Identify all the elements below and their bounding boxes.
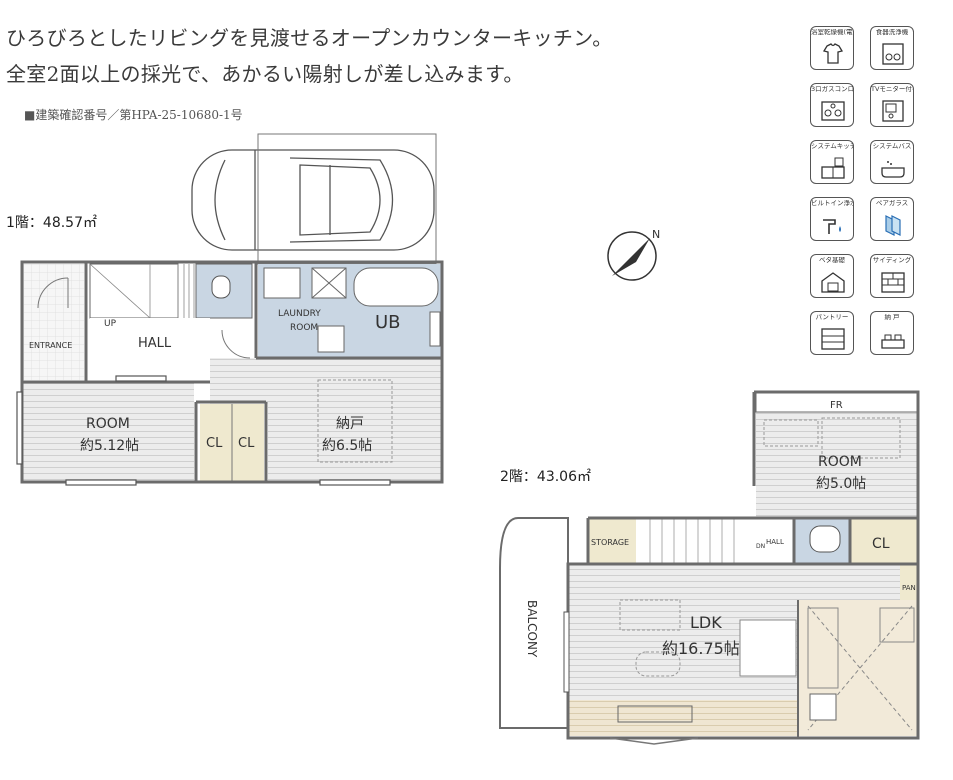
feature-label: サイディング — [872, 257, 912, 264]
bathtub-icon — [881, 161, 905, 178]
label-room1: ROOM — [86, 416, 130, 432]
feature-tile-kitchen: システムキッチン — [810, 140, 854, 184]
label-laundry-1: LAUNDRY — [278, 309, 321, 319]
feature-label: TVモニター付インターフォン — [871, 86, 913, 93]
label-room2: ROOM — [818, 454, 862, 470]
label-dn: DN — [756, 543, 765, 550]
feature-tile-storage: 納 戸 — [870, 311, 914, 355]
compass-north: N — [652, 228, 660, 241]
feature-label: 食器洗浄機 — [875, 29, 909, 36]
label-fr: FR — [830, 400, 843, 411]
feature-label: 納 戸 — [884, 314, 900, 321]
house-icon — [821, 272, 845, 293]
label-hall2: HALL — [766, 538, 784, 546]
feature-tile-faucet: ビルトイン浄水器 — [810, 197, 854, 241]
feature-label: ビルトイン浄水器 — [811, 200, 853, 207]
feature-label: 3口ガスコンロ — [811, 86, 853, 93]
label-ub: UB — [375, 312, 401, 333]
label-entrance: ENTRANCE — [29, 341, 72, 350]
feature-tile-bathtub: システムバス — [870, 140, 914, 184]
feature-tile-stove: 3口ガスコンロ — [810, 83, 854, 127]
dishwasher-icon — [882, 43, 904, 65]
feature-label: システムバス — [872, 143, 912, 150]
kitchen-icon — [821, 157, 845, 179]
label-cl-b: CL — [238, 436, 255, 451]
label-balcony: BALCONY — [525, 600, 539, 658]
label-room2-size: 約5.0帖 — [816, 476, 866, 492]
feature-tile-intercom: TVモニター付インターフォン — [870, 83, 914, 127]
intercom-icon — [882, 100, 904, 122]
label-ldk: LDK — [690, 613, 722, 632]
stove-icon — [821, 101, 845, 121]
label-laundry-2: ROOM — [290, 323, 318, 333]
headline-line-1: ひろびろとしたリビングを見渡せるオープンカウンターキッチン。 — [6, 26, 613, 50]
feature-label: ベタ基礎 — [819, 257, 845, 264]
label-storage-size: 約6.5帖 — [322, 438, 372, 454]
label-cl2: CL — [872, 536, 890, 552]
label-room1-size: 約5.12帖 — [80, 438, 139, 454]
feature-tile-glass: ペアガラス — [870, 197, 914, 241]
label-up: UP — [104, 319, 117, 329]
headline-line-2: 全室2面以上の採光で、あかるい陽射しが差し込みます。 — [6, 62, 524, 86]
shirt-icon — [822, 43, 844, 64]
label-ldk-size: 約16.75帖 — [662, 639, 740, 658]
faucet-icon — [823, 219, 841, 234]
feature-label: パントリー — [815, 314, 849, 321]
parking-car — [191, 149, 435, 251]
feature-label: 浴室乾燥機(電気式) — [811, 29, 853, 36]
floor1-plan — [16, 260, 444, 486]
label-cl-a: CL — [206, 436, 223, 451]
storage-icon — [881, 334, 905, 349]
glass-icon — [885, 215, 901, 236]
floor2-area: 2階：43.06㎡ — [500, 469, 591, 485]
brick-icon — [881, 272, 905, 293]
compass: N — [607, 228, 660, 281]
label-hall: HALL — [138, 336, 172, 351]
feature-label: システムキッチン — [811, 143, 853, 150]
feature-tile-shirt: 浴室乾燥機(電気式) — [810, 26, 854, 70]
floor2-plan — [499, 390, 920, 745]
floor1-area: 1階：48.57㎡ — [6, 215, 97, 231]
pantry-icon — [821, 328, 845, 350]
feature-tile-brick: サイディング — [870, 254, 914, 298]
feature-label: ペアガラス — [875, 200, 909, 207]
label-storage: 納戸 — [336, 416, 364, 432]
feature-tile-house: ベタ基礎 — [810, 254, 854, 298]
label-storage2: STORAGE — [591, 538, 629, 547]
label-pan: PAN — [902, 584, 916, 592]
feature-tile-dishwasher: 食器洗浄機 — [870, 26, 914, 70]
building-permit-number: ■建築確認番号／第HPA-25-10680-1号 — [24, 108, 243, 122]
feature-tile-pantry: パントリー — [810, 311, 854, 355]
